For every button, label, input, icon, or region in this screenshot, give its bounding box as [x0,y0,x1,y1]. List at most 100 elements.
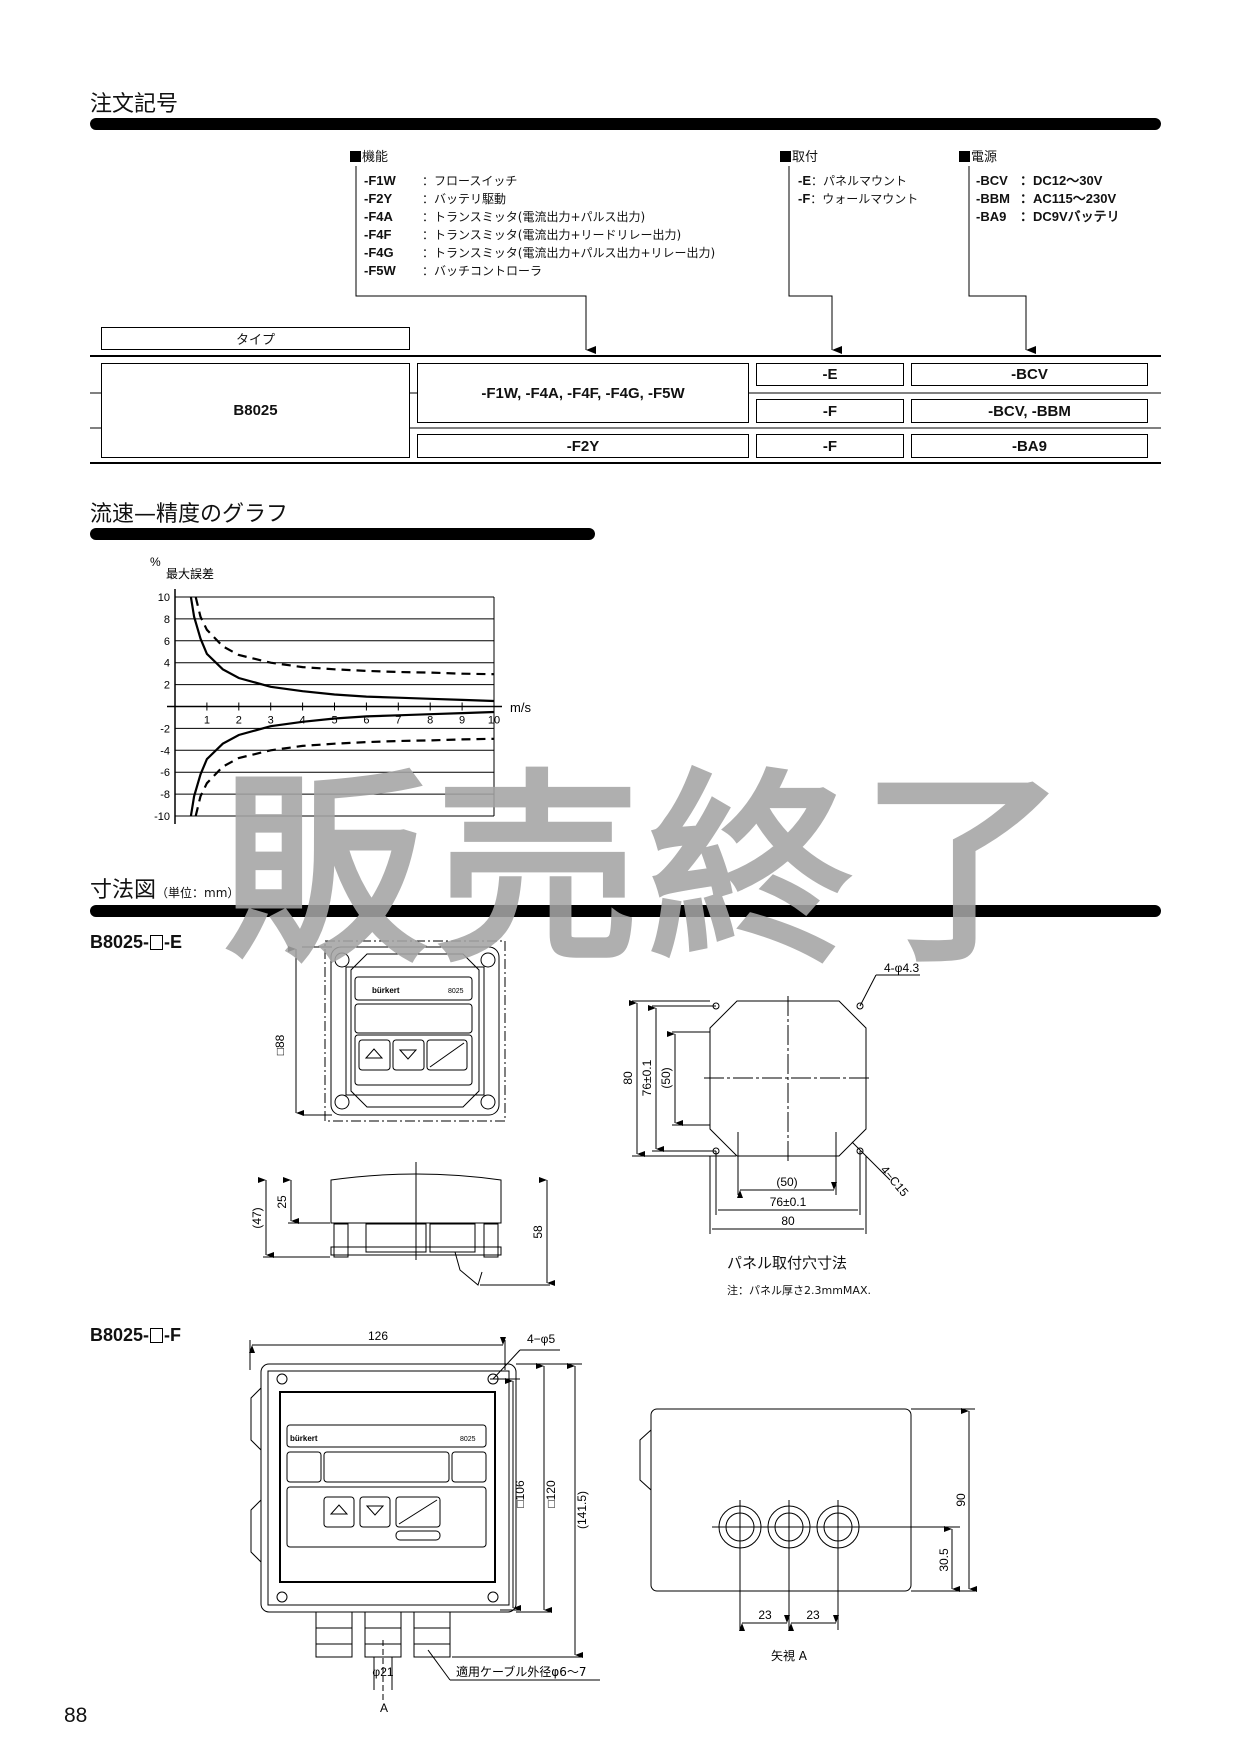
order-code-title: 注文記号 [90,92,179,117]
power-cell: -BA9 [911,434,1148,458]
list-item: -BCV：DC12～30V [976,173,1103,188]
dim-wall-holes: 4−φ5 [527,1332,555,1346]
series-dashed-upper [194,596,495,676]
panel-cutout-view [629,974,920,1234]
brand-logo: bürkert [372,986,400,995]
x-tick-label: 5 [331,715,337,727]
power-cell: -BCV [911,363,1148,386]
function-cell: -F2Y [417,434,749,458]
dim-gland-height: 30.5 [937,1548,951,1572]
dim-wall-size-inner: □106 [513,1480,527,1508]
panel-front-view [288,940,506,1122]
mounting-cell: -F [756,434,904,458]
cutout-caption: パネル取付穴寸法 [727,1254,848,1272]
section-divider [90,118,1161,130]
power-header: 電源 [959,146,997,165]
mounting-list: -E：パネルマウント -F：ウォールマウント [798,172,918,208]
dim-wall-height-total: (141.5) [575,1491,589,1529]
list-item: -F4A：トランスミッタ(電流出力+パルス出力) [364,209,646,224]
view-marker: A [380,1701,388,1715]
dim-side-height: 58 [531,1225,545,1239]
dim-pitch-1: 23 [758,1608,772,1622]
x-tick-label: 8 [427,715,433,727]
x-tick-label: 6 [363,715,369,727]
function-cell: -F1W, -F4A, -F4F, -F4G, -F5W [417,363,749,423]
series-dashed-lower [194,737,495,817]
page-number: 88 [64,1704,88,1727]
dim-side-top: 25 [275,1195,289,1209]
list-item: -F1W：フロースイッチ [364,173,518,188]
mounting-cell: -F [756,399,904,423]
list-item: -E：パネルマウント [798,173,908,188]
mounting-header: 取付 [780,146,818,165]
type-value-cell: B8025 [101,363,410,458]
dim-cut-h-inner: (50) [659,1067,673,1088]
x-tick-label: 3 [268,715,274,727]
dim-side-height: 90 [954,1493,968,1507]
y-tick-label: 2 [164,680,170,692]
model-label: 8025 [448,988,464,995]
dim-chamfer: 4−C15 [878,1163,912,1200]
y-tick-label: 8 [164,614,170,626]
dim-holes: 4-φ4.3 [884,961,919,975]
y-axis-label: 最大誤差 [166,566,214,581]
list-item: -F5W：バッチコントローラ [364,263,543,278]
wall-front-view [249,1337,600,1700]
dim-wall-size-outer: □120 [544,1480,558,1508]
dim-cut-h-outer: 80 [621,1071,635,1085]
dim-cut-w-outer: 80 [781,1214,795,1228]
wall-side-view [639,1408,977,1631]
dim-gland: φ21 [372,1665,393,1679]
dim-side-total: (47) [250,1207,264,1228]
function-header: 機能 [350,146,388,165]
list-item: -BA9：DC9Vバッテリ [976,209,1120,224]
panel-side-view [258,1162,555,1286]
x-tick-label: 7 [395,715,401,727]
y-tick-label: -2 [160,723,170,735]
power-list: -BCV：DC12～30V -BBM：AC115～230V -BA9：DC9Vバ… [976,172,1120,226]
series-solid-lower [189,710,495,817]
model-label: 8025 [460,1436,476,1443]
list-item: -F4F：トランスミッタ(電流出力+リードリレー出力) [364,227,682,242]
dim-cut-w-inner: (50) [776,1175,797,1189]
y-tick-label: 4 [164,658,170,670]
power-cell: -BCV, -BBM [911,399,1148,423]
y-tick-label: 6 [164,636,170,648]
y-tick-label: -10 [154,811,170,823]
model-panel-mount: B8025--E [90,932,183,952]
view-caption: 矢視 A [771,1648,808,1663]
dim-pitch-2: 23 [806,1608,820,1622]
x-axis-label: m/s [510,700,531,715]
y-tick-label: -4 [160,745,170,757]
y-tick-label: -8 [160,789,170,801]
x-tick-label: 9 [459,715,465,727]
cutout-note: 注：パネル厚さ2.3mmMAX. [727,1284,871,1297]
list-item: -BBM：AC115～230V [976,191,1117,206]
dim-cut-w-mid: 76±0.1 [770,1195,807,1209]
y-tick-label: -6 [160,767,170,779]
model-wall-mount: B8025--F [90,1325,182,1345]
series-solid-upper [189,596,495,703]
list-item: -F：ウォールマウント [798,191,919,206]
list-item: -F4G：トランスミッタ(電流出力+パルス出力+リレー出力) [364,245,716,260]
dimensions-title: 寸法図（単位：mm） [90,878,240,903]
order-code-connectors [90,166,1161,464]
section-divider [90,528,595,540]
graph-title: 流速—精度のグラフ [90,502,289,527]
dim-cut-h-mid: 76±0.1 [640,1059,654,1096]
type-label-cell: タイプ [101,327,410,350]
function-list: -F1W：フロースイッチ -F2Y：バッテリ駆動 -F4A：トランスミッタ(電流… [364,172,715,280]
y-unit-label: % [150,555,161,569]
x-tick-label: 2 [236,715,242,727]
x-tick-label: 4 [300,715,306,727]
mounting-cell: -E [756,363,904,386]
cable-note: 適用ケーブル外径φ6～7 [456,1664,586,1679]
dim-front-size: □88 [273,1034,287,1055]
brand-logo: bürkert [290,1434,318,1443]
section-divider [90,905,1161,917]
x-tick-label: 10 [488,715,500,727]
list-item: -F2Y：バッテリ駆動 [364,191,507,206]
x-tick-label: 1 [204,715,210,727]
